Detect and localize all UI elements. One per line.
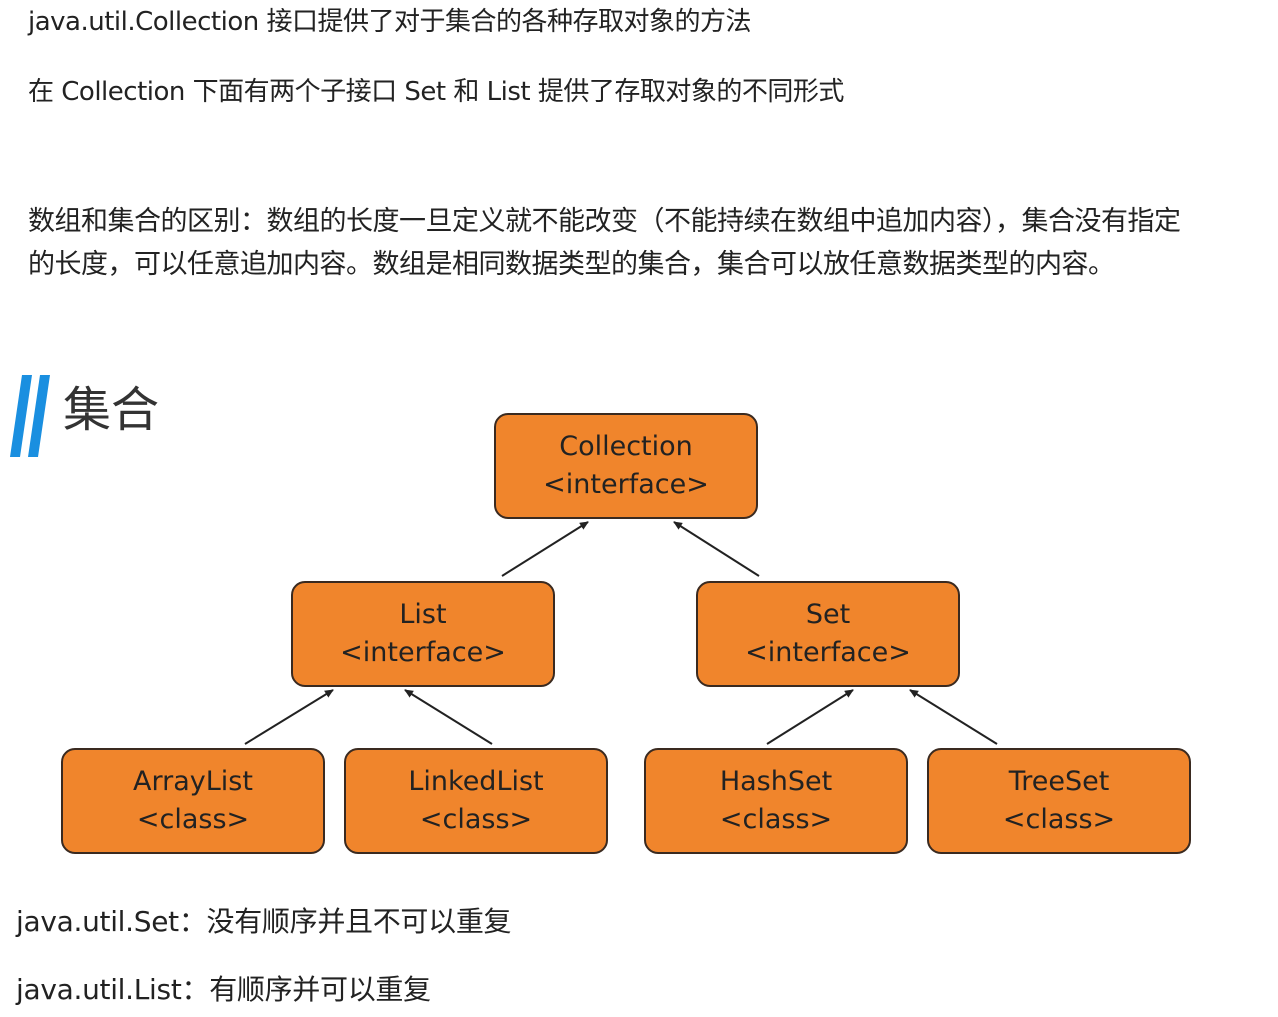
node-linkedlist-kind: <class> bbox=[419, 804, 533, 835]
arrow-set-to-collection bbox=[673, 521, 760, 577]
node-treeset-kind: <class> bbox=[1002, 804, 1116, 835]
note-list-description: java.util.List：有顺序并可以重复 bbox=[16, 973, 431, 1006]
intro-line-subinterfaces: 在 Collection 下面有两个子接口 Set 和 List 提供了存取对象… bbox=[28, 77, 844, 107]
node-hashset-kind: <class> bbox=[719, 804, 833, 835]
node-linkedlist: LinkedList <class> bbox=[344, 748, 608, 854]
node-set-kind: <interface> bbox=[745, 637, 911, 668]
node-treeset: TreeSet <class> bbox=[927, 748, 1191, 854]
node-hashset-name: HashSet bbox=[719, 766, 833, 797]
section-accent-bars bbox=[10, 375, 50, 457]
node-list-kind: <interface> bbox=[340, 637, 506, 668]
node-treeset-name: TreeSet bbox=[1008, 766, 1110, 797]
arrow-hashset-to-set bbox=[766, 689, 854, 745]
arrow-list-to-collection bbox=[501, 521, 589, 577]
node-collection-kind: <interface> bbox=[543, 469, 709, 500]
node-list: List <interface> bbox=[291, 581, 555, 687]
array-vs-collection-paragraph: 数组和集合的区别：数组的长度一旦定义就不能改变（不能持续在数组中追加内容），集合… bbox=[28, 206, 1181, 280]
intro-line-collection: java.util.Collection 接口提供了对于集合的各种存取对象的方法 bbox=[28, 7, 752, 37]
node-list-name: List bbox=[399, 599, 447, 630]
node-collection: Collection <interface> bbox=[494, 413, 758, 519]
node-linkedlist-name: LinkedList bbox=[408, 766, 544, 797]
node-set-name: Set bbox=[805, 599, 851, 630]
arrow-arraylist-to-list bbox=[244, 689, 334, 745]
node-arraylist: ArrayList <class> bbox=[61, 748, 325, 854]
note-set-description: java.util.Set：没有顺序并且不可以重复 bbox=[16, 905, 512, 938]
node-arraylist-kind: <class> bbox=[136, 804, 250, 835]
accent-bar-right bbox=[28, 375, 50, 457]
node-set: Set <interface> bbox=[696, 581, 960, 687]
node-arraylist-name: ArrayList bbox=[133, 766, 253, 797]
arrow-linkedlist-to-list bbox=[404, 689, 493, 745]
arrow-treeset-to-set bbox=[909, 689, 998, 745]
accent-bar-left bbox=[10, 375, 32, 457]
section-title: 集合 bbox=[63, 382, 160, 438]
node-collection-name: Collection bbox=[559, 431, 693, 462]
node-hashset: HashSet <class> bbox=[644, 748, 908, 854]
